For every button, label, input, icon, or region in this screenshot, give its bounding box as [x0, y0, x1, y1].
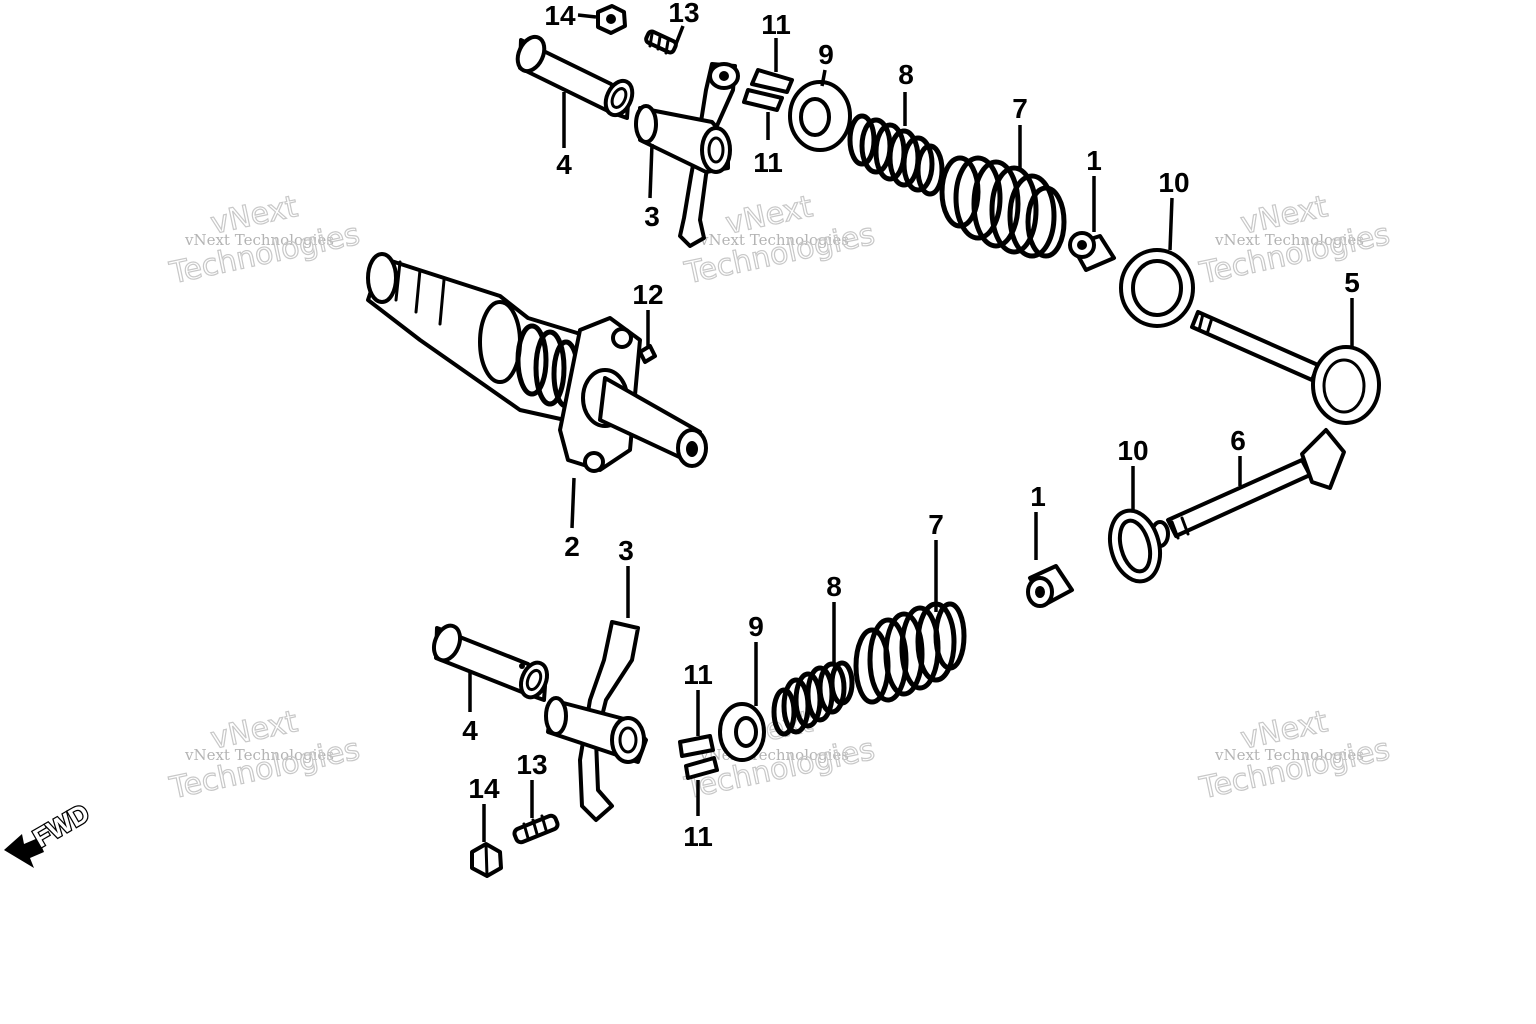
callout-11-top-upper: 11 [761, 9, 791, 40]
callout-14-top: 14 [544, 0, 576, 31]
rocker-arm-bottom [544, 620, 648, 822]
callout-4-top: 4 [556, 149, 572, 180]
callout-10-top: 10 [1158, 167, 1189, 198]
callout-4-bottom: 4 [462, 715, 478, 746]
callout-9-top: 9 [818, 39, 834, 70]
callout-5: 5 [1344, 267, 1360, 298]
callout-6: 6 [1230, 425, 1246, 456]
outer-spring-top [939, 155, 1067, 259]
stem-seal-bottom [1026, 564, 1074, 608]
watermark-line: vNext Technologies [184, 746, 334, 764]
adjuster-screw-bottom [512, 813, 560, 845]
valve-cotters-bottom [678, 734, 719, 780]
rocker-arm-top [634, 62, 740, 248]
callout-8-bottom: 8 [826, 571, 842, 602]
callout-8-top: 8 [898, 59, 914, 90]
watermark-line: vNext Technologies [184, 231, 334, 249]
stem-seal-top [1068, 231, 1116, 272]
callout-2: 2 [564, 531, 580, 562]
adjuster-screw-top [644, 29, 678, 55]
callout-7-bottom: 7 [928, 509, 944, 540]
callout-7-top: 7 [1012, 93, 1028, 124]
leader-lines [468, 13, 1354, 842]
spring-retainer-bottom [718, 702, 766, 762]
spring-retainer-top [788, 80, 852, 152]
forward-direction-indicator: FWD [4, 796, 96, 868]
rocker-shaft-top [515, 34, 635, 120]
inner-spring-bottom [771, 660, 855, 737]
callout-11-top-lower: 11 [753, 147, 783, 178]
spring-seat-washer-bottom [1108, 508, 1162, 584]
fwd-arrow-icon [4, 834, 44, 868]
callout-9-bottom: 9 [748, 611, 764, 642]
callout-13-top: 13 [668, 0, 699, 28]
nut-bottom [470, 842, 503, 878]
callout-3-top: 3 [644, 201, 660, 232]
dowel-pin [638, 344, 657, 364]
callout-12: 12 [632, 279, 663, 310]
watermark-line: vNext Technologies [699, 231, 849, 249]
callout-1-top: 1 [1086, 145, 1102, 176]
watermark-line: vNext Technologies [1214, 746, 1364, 764]
callout-10-bottom: 10 [1117, 435, 1148, 466]
callout-11-bottom-upper: 11 [683, 659, 713, 690]
callout-3-bottom: 3 [618, 535, 634, 566]
callout-1-bottom: 1 [1030, 481, 1046, 512]
rocker-shaft-bottom [431, 623, 550, 702]
inner-spring-top [847, 113, 945, 197]
camshaft [366, 252, 708, 473]
outer-spring-bottom [853, 601, 967, 705]
watermark: vNext Technologies vNext Technologies [166, 704, 364, 807]
intake-valve [1150, 428, 1346, 548]
fwd-label: FWD [28, 798, 94, 854]
watermark: vNext Technologies vNext Technologies [166, 189, 364, 292]
watermark-line: vNext Technologies [1214, 231, 1364, 249]
callout-13-bottom: 13 [516, 749, 547, 780]
exhaust-valve [1190, 310, 1381, 425]
callout-14-bottom: 14 [468, 773, 500, 804]
callout-11-bottom-lower: 11 [683, 821, 713, 852]
valve-cotters-top [742, 68, 794, 112]
watermark: vNext Technologies vNext Technologies [1196, 704, 1394, 807]
watermark: vNext Technologies vNext Technologies [1196, 189, 1394, 292]
nut-top [596, 4, 627, 35]
spring-seat-washer-top [1119, 248, 1195, 328]
callout-labels: 14 13 11 9 8 7 4 11 3 1 10 5 12 2 10 6 1… [462, 0, 1360, 852]
